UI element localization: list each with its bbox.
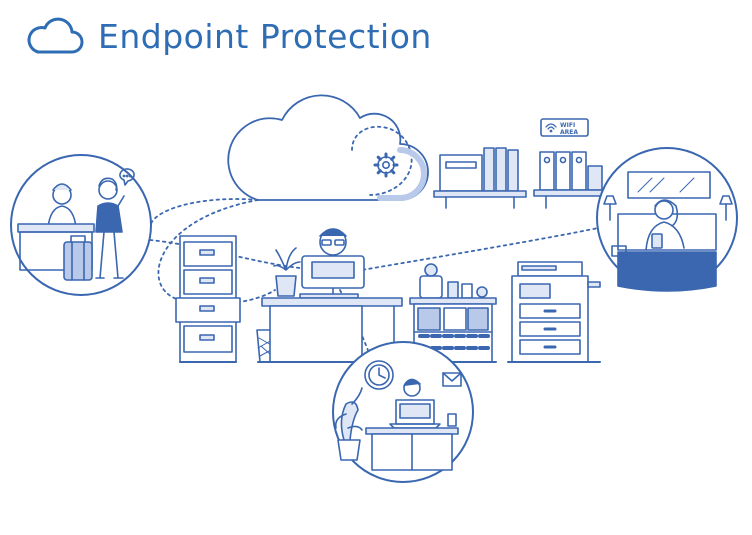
filing-cabinet [175, 235, 241, 363]
email-icon [442, 372, 462, 387]
gear-icon [373, 152, 399, 178]
wall-shelf-right [533, 151, 615, 209]
central-cloud [227, 94, 429, 201]
hotel-room-scene [596, 147, 738, 292]
cloud-icon [27, 17, 84, 54]
wifi-icon [545, 123, 557, 133]
wifi-sign-line1: WIFI [560, 122, 575, 129]
wifi-sign-line2: AREA [560, 129, 578, 136]
wifi-area-sign: WIFI AREA [540, 118, 589, 137]
page-title: Endpoint Protection [98, 16, 432, 56]
clock-icon [364, 360, 394, 390]
home-office-scene [332, 341, 474, 483]
cloud-to-office-link [157, 199, 276, 306]
cloud-to-left-link [149, 198, 259, 229]
wall-shelf-left [433, 147, 527, 209]
header: Endpoint Protection [26, 10, 432, 62]
hotel-reception-scene [10, 154, 152, 296]
cloud-gear-loop [351, 125, 413, 196]
center-desk-workstation [257, 228, 405, 363]
copier-machine [507, 261, 601, 363]
center-to-right-link [349, 227, 599, 273]
